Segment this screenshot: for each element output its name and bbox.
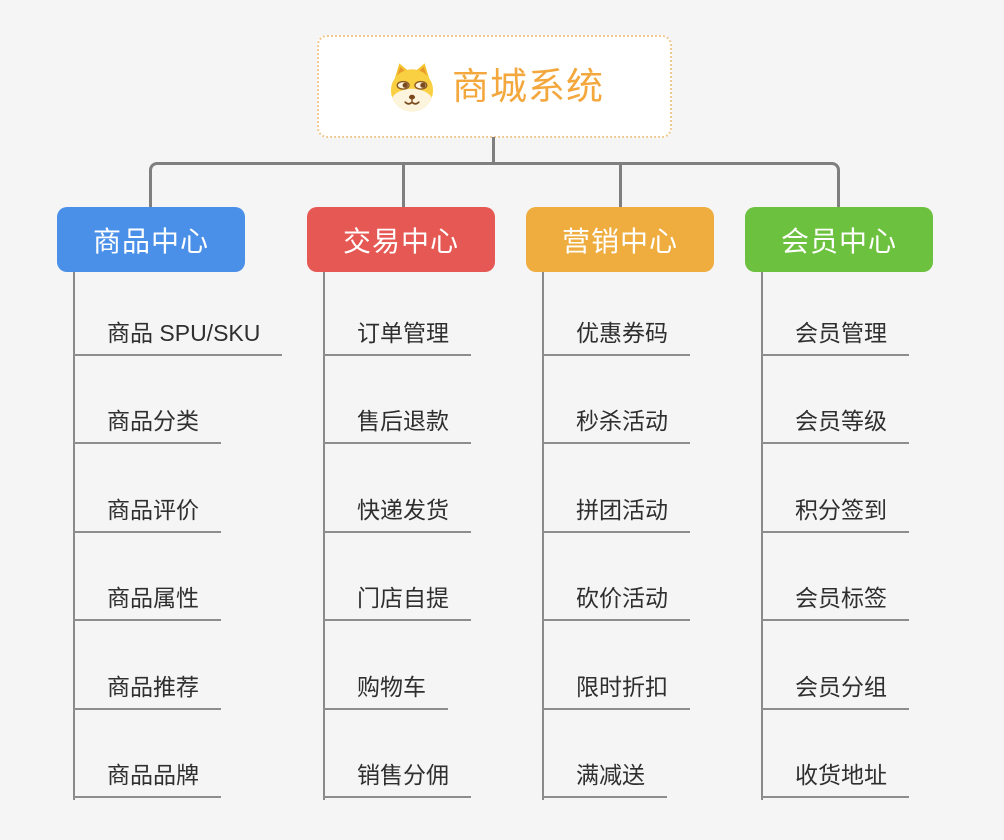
child-topic[interactable]: 优惠券码 — [542, 308, 690, 356]
child-topic[interactable]: 会员等级 — [761, 396, 909, 444]
child-topic[interactable]: 限时折扣 — [542, 662, 690, 710]
branch-trunk-line — [542, 272, 544, 800]
child-topic[interactable]: 售后退款 — [323, 396, 471, 444]
branch-trunk-line — [73, 272, 75, 800]
child-topic[interactable]: 拼团活动 — [542, 485, 690, 533]
child-topic[interactable]: 订单管理 — [323, 308, 471, 356]
dog-mascot-icon — [390, 62, 434, 111]
child-topic[interactable]: 商品推荐 — [73, 662, 221, 710]
root-title: 商城系统 — [452, 66, 604, 107]
root-connector-line — [492, 137, 495, 165]
child-topic[interactable]: 积分签到 — [761, 485, 909, 533]
branch-node-member-center[interactable]: 会员中心 — [745, 207, 933, 272]
branch-node-marketing-center[interactable]: 营销中心 — [526, 207, 714, 272]
branch-trunk-line — [761, 272, 763, 800]
branch-trunk-line — [323, 272, 325, 800]
child-topic[interactable]: 销售分佣 — [323, 750, 471, 798]
child-topic[interactable]: 秒杀活动 — [542, 396, 690, 444]
branch-node-product-center[interactable]: 商品中心 — [57, 207, 245, 272]
child-topic[interactable]: 会员分组 — [761, 662, 909, 710]
branch-node-trade-center[interactable]: 交易中心 — [307, 207, 495, 272]
child-topic[interactable]: 快递发货 — [323, 485, 471, 533]
child-topic[interactable]: 商品评价 — [73, 485, 221, 533]
bracket-stub — [402, 165, 405, 208]
child-topic[interactable]: 会员标签 — [761, 573, 909, 621]
branch-bracket-connector — [149, 162, 840, 208]
child-topic[interactable]: 满减送 — [542, 750, 667, 798]
child-topic[interactable]: 收货地址 — [761, 750, 909, 798]
child-topic[interactable]: 门店自提 — [323, 573, 471, 621]
root-node[interactable]: 商城系统 — [317, 35, 672, 138]
child-topic[interactable]: 商品属性 — [73, 573, 221, 621]
child-topic[interactable]: 会员管理 — [761, 308, 909, 356]
bracket-stub — [619, 165, 622, 208]
child-topic[interactable]: 商品分类 — [73, 396, 221, 444]
child-topic[interactable]: 砍价活动 — [542, 573, 690, 621]
child-topic[interactable]: 购物车 — [323, 662, 448, 710]
child-topic[interactable]: 商品品牌 — [73, 750, 221, 798]
child-topic[interactable]: 商品 SPU/SKU — [73, 308, 283, 356]
